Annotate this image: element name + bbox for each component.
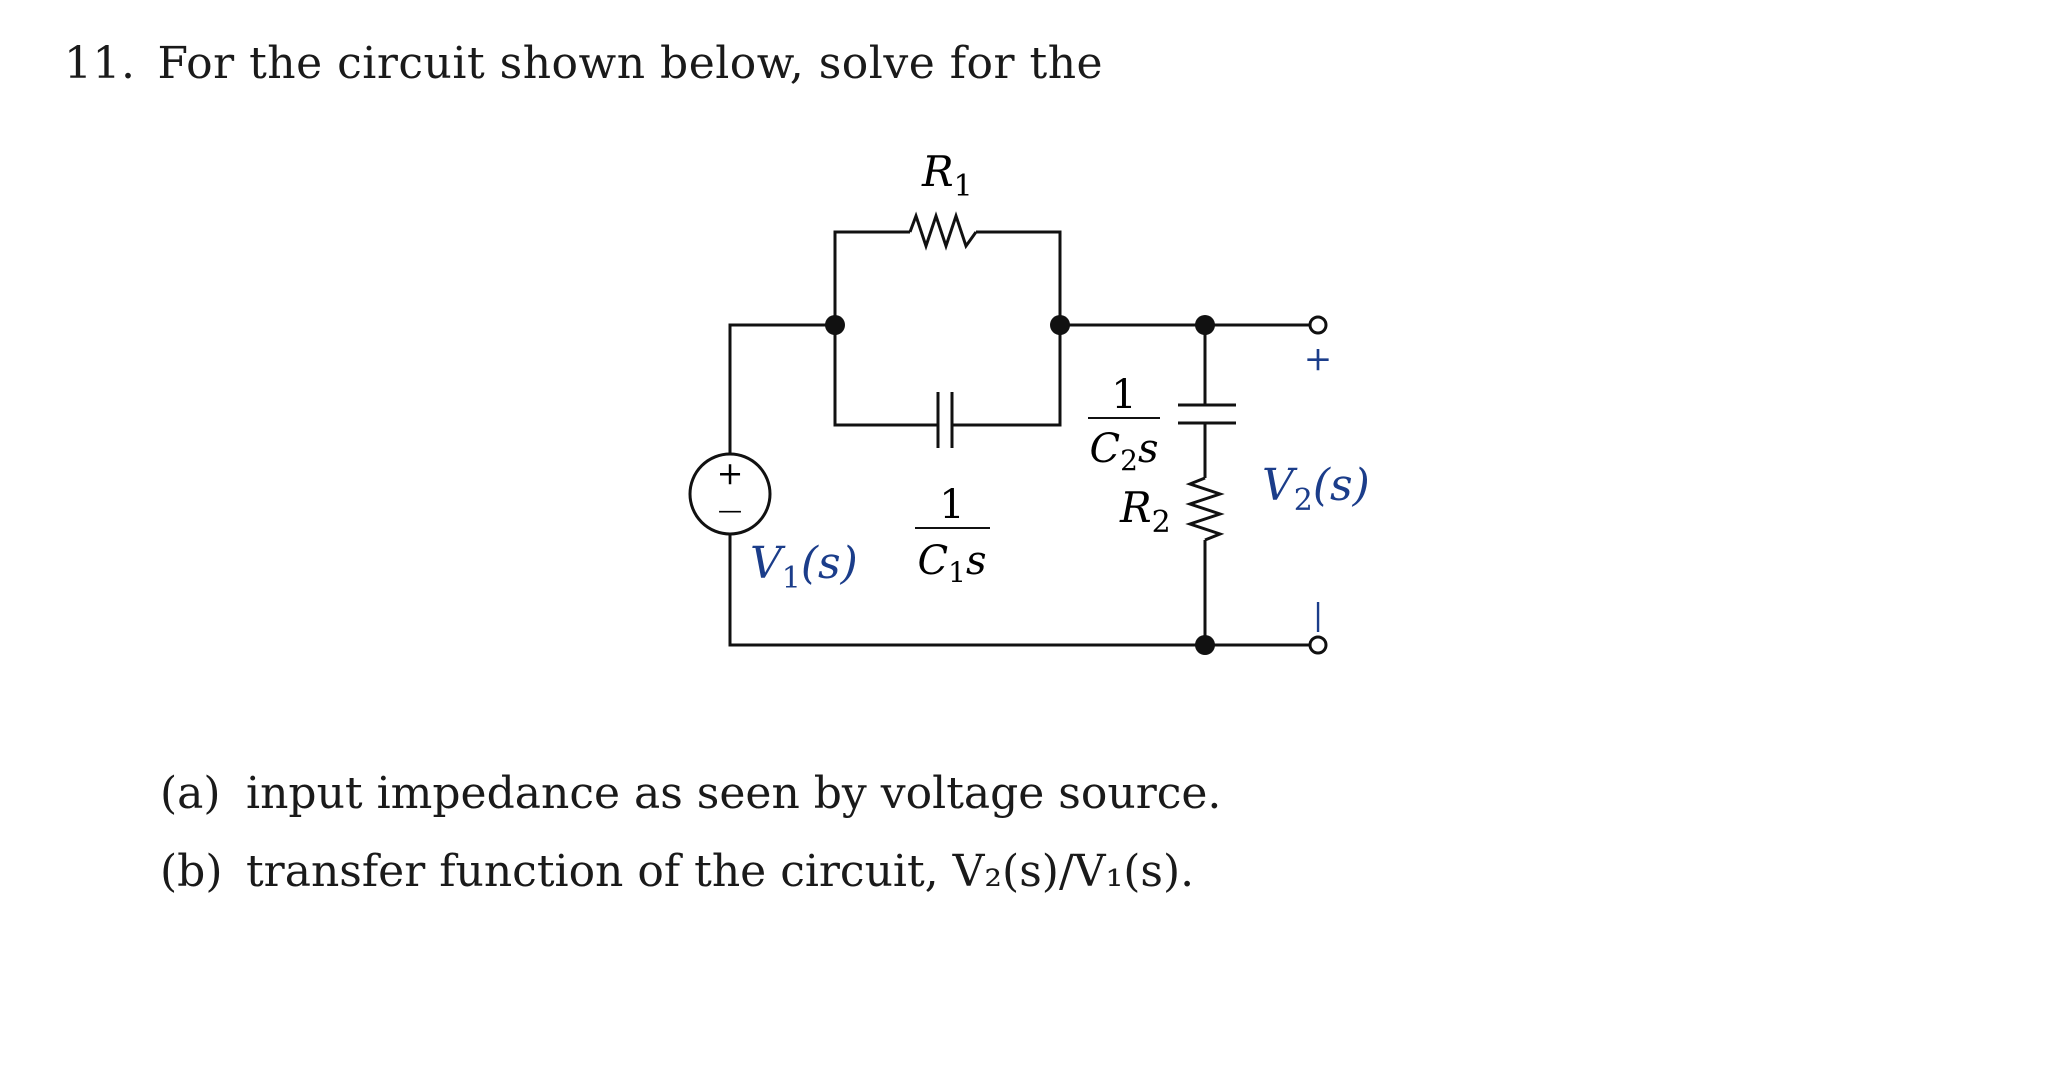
part-a-label: (a) xyxy=(160,768,221,819)
node-dot-output-top xyxy=(1195,315,1215,335)
part-a-text: input impedance as seen by voltage sourc… xyxy=(246,768,1222,819)
c1-denominator: C1s xyxy=(918,538,987,589)
wire-c1-left xyxy=(833,325,938,427)
part-b-label: (b) xyxy=(160,846,223,897)
r2-label: R2 xyxy=(1119,483,1171,540)
resistor-r2 xyxy=(1185,476,1225,542)
part-b: (b) transfer function of the circuit, V₂… xyxy=(160,846,1221,924)
output-minus-sign: | xyxy=(1313,598,1323,633)
node-dot-left xyxy=(825,315,845,335)
output-plus-sign: + xyxy=(1304,339,1333,379)
question-text: For the circuit shown below, solve for t… xyxy=(157,38,1104,89)
source-minus-sign: — xyxy=(718,496,742,524)
node-dot-right xyxy=(1050,315,1070,335)
output-terminal-bottom xyxy=(1308,635,1328,655)
node-dot-output-bottom xyxy=(1195,635,1215,655)
wire-left xyxy=(728,323,835,455)
r1-label: R1 xyxy=(921,147,973,204)
question-number: 11. xyxy=(64,38,136,89)
question-heading: 11. For the circuit shown below, solve fo… xyxy=(64,38,1103,89)
part-a: (a) input impedance as seen by voltage s… xyxy=(160,768,1221,846)
wire-bottom xyxy=(728,533,1310,647)
wire-c1-right xyxy=(952,325,1062,427)
resistor-r1 xyxy=(908,211,978,251)
output-terminal-top xyxy=(1308,315,1328,335)
c2-numerator: 1 xyxy=(1111,372,1136,418)
v1-label: V1(s) xyxy=(750,538,858,596)
part-b-text: transfer function of the circuit, V₂(s)/… xyxy=(246,846,1195,897)
source-plus-sign: + xyxy=(717,454,744,492)
wire-r1-left xyxy=(833,230,910,325)
question-parts: (a) input impedance as seen by voltage s… xyxy=(160,768,1221,924)
c2-denominator: C2s xyxy=(1090,426,1159,477)
v2-label: V2(s) xyxy=(1262,460,1370,518)
wire-r1-right xyxy=(976,230,1062,325)
c1-numerator: 1 xyxy=(939,482,964,528)
voltage-source-symbol xyxy=(688,452,772,536)
